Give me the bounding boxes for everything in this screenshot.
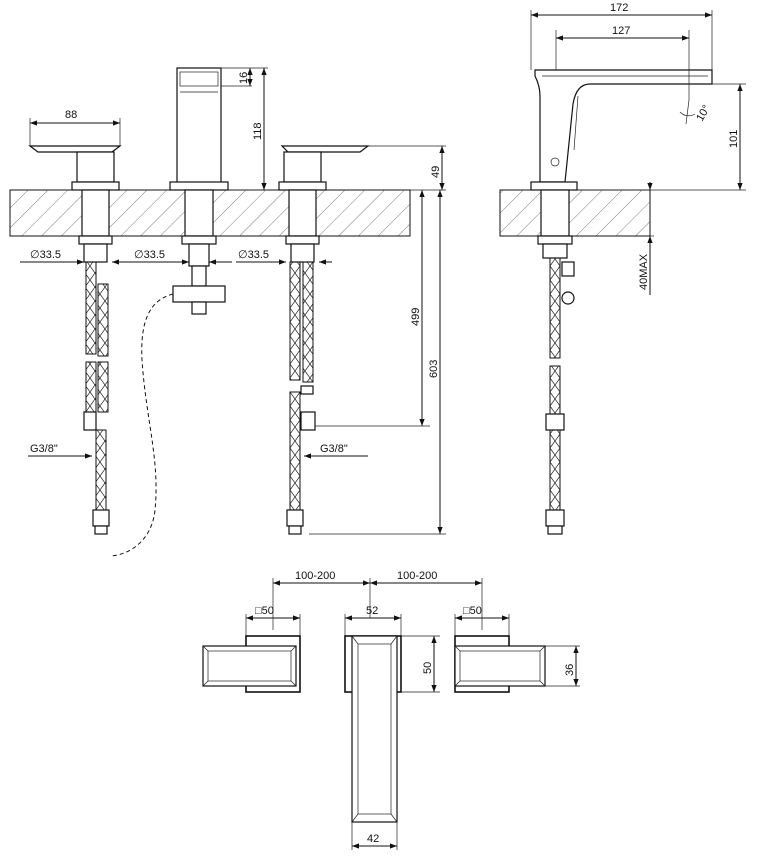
dim-40max: 40MAX <box>638 253 650 290</box>
left-hose-a <box>85 261 97 355</box>
dim-127: 127 <box>612 25 630 37</box>
right-handle-assembly <box>278 145 370 263</box>
thread-label-right: G3/8" <box>320 443 348 455</box>
front-view: 88 16 118 49 499 603 ∅33.5 ∅33.5 ∅33.5 <box>9 67 446 557</box>
dim-16: 16 <box>238 72 250 84</box>
top-view: 100-200 100-200 □50 52 50 <box>202 570 580 850</box>
countertop-side <box>499 189 651 237</box>
dim-52: 52 <box>366 605 378 617</box>
dim-diameter-right: ∅33.5 <box>238 249 269 261</box>
dim-49: 49 <box>430 166 442 178</box>
dim-603: 603 <box>428 360 440 378</box>
center-spout-assembly <box>169 67 229 315</box>
dim-88: 88 <box>65 109 77 121</box>
center-flex-hose <box>109 293 174 557</box>
thread-label-left: G3/8" <box>30 443 58 455</box>
dim-101: 101 <box>728 130 740 148</box>
dim-angle-10: 10° <box>694 103 713 123</box>
dim-square-right: □50 <box>463 605 482 617</box>
left-hose-b <box>97 283 109 357</box>
dim-42: 42 <box>367 833 379 845</box>
dim-spacing-left: 100-200 <box>295 570 335 582</box>
dim-36: 36 <box>564 664 576 676</box>
dim-spacing-right: 100-200 <box>397 570 437 582</box>
dim-499: 499 <box>410 308 422 326</box>
dim-square-left: □50 <box>255 605 274 617</box>
side-view: 172 127 10° 101 40MAX <box>499 2 746 535</box>
left-handle-assembly <box>28 145 122 263</box>
dim-50: 50 <box>422 662 434 674</box>
side-spout-body <box>534 69 713 183</box>
dim-diameter-left: ∅33.5 <box>30 249 61 261</box>
dim-172: 172 <box>610 2 628 14</box>
dim-diameter-center: ∅33.5 <box>134 249 165 261</box>
dim-118: 118 <box>252 122 264 140</box>
spout-top <box>351 635 398 823</box>
